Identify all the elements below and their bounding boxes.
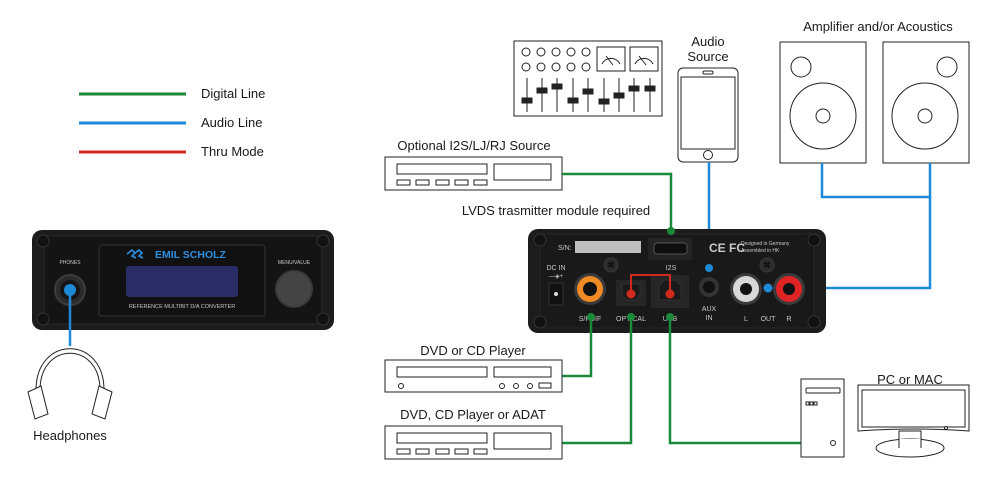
screw-icon (759, 257, 775, 273)
legend-thru-label: Thru Mode (201, 144, 264, 159)
cd-player-icon (384, 359, 563, 393)
screw-icon (36, 234, 50, 248)
monitor-icon (857, 384, 970, 458)
speaker-left-icon (779, 41, 867, 164)
out-l-label: L (744, 316, 748, 323)
dc-polarity-label: —◈+ (549, 274, 564, 280)
adat-player-icon (384, 425, 563, 460)
smartphone-icon (677, 67, 739, 163)
speaker-right-icon (882, 41, 970, 164)
lcd-screen (126, 266, 238, 297)
thru-mode-line (630, 274, 671, 294)
serial-label: S/N: (558, 245, 572, 252)
screw-icon (533, 315, 547, 329)
legend-audio-label: Audio Line (201, 115, 262, 130)
digital-connection-dot (667, 227, 675, 235)
lvds-note: LVDS trasmitter module required (462, 203, 650, 218)
serial-plate (575, 241, 641, 253)
emil-scholz-logo-icon (126, 248, 144, 259)
assembled-in-hk: Assembled in HK (741, 248, 780, 254)
audio-connection-dot (705, 264, 713, 272)
amplifier-label: Amplifier and/or Acoustics (803, 19, 953, 34)
audio-connection-dot (763, 283, 773, 293)
thru-connection-dot (626, 289, 636, 299)
phones-label: PHONES (59, 260, 81, 266)
aux-label-2: IN (706, 315, 713, 322)
screw-icon (36, 312, 50, 326)
brand-name: EMIL SCHOLZ (155, 249, 227, 261)
headphones-label: Headphones (33, 428, 107, 443)
i2s-source-label: Optional I2S/LJ/RJ Source (397, 138, 550, 153)
front-panel: PHONES EMIL SCHOLZ REFERENCE MULTIBIT D/… (32, 230, 334, 330)
legend-digital-label: Digital Line (201, 86, 265, 101)
pc-mac-label: PC or MAC (877, 372, 943, 387)
screw-icon (316, 234, 330, 248)
thru-connection-dot (665, 289, 675, 299)
certification-marks: CE FC (709, 241, 745, 255)
dvd-cd-adat-label: DVD, CD Player or ADAT (400, 407, 546, 422)
speaker-link-line (820, 163, 932, 199)
screw-icon (316, 312, 330, 326)
i2s-hdmi-port[interactable] (653, 242, 688, 255)
mixer-icon (513, 40, 663, 117)
i2s-source-device-icon (384, 156, 563, 191)
pc-tower-icon (800, 378, 845, 458)
audio-source-label-line2: Source (687, 49, 728, 64)
i2s-label: I2S (666, 265, 677, 272)
screw-icon (807, 315, 821, 329)
usb-digital-line (668, 317, 801, 445)
audio-source-label-line1: Audio (691, 34, 724, 49)
screw-cross-icon: ✖ (763, 260, 771, 270)
designed-in-germany: Designed in Germany (741, 241, 790, 247)
screw-icon (603, 257, 619, 273)
headphones-icon (27, 348, 113, 420)
spdif-digital-line (561, 317, 593, 378)
screw-icon (807, 233, 821, 247)
legend: Digital Line Audio Line Thru Mode (79, 86, 265, 159)
dc-in-label: DC IN (546, 265, 565, 272)
out-r-label: R (786, 316, 791, 323)
rear-panel: S/N: I2S CE FC Designed in Germany Assem… (528, 227, 826, 333)
screw-icon (533, 233, 547, 247)
menu-value-label: MENU/VALUE (278, 260, 311, 266)
screw-cross-icon: ✖ (607, 260, 615, 270)
optical-digital-line (561, 317, 633, 445)
product-subtitle: REFERENCE MULTIBIT D/A CONVERTER (129, 304, 235, 310)
aux-label-1: AUX (702, 306, 717, 313)
out-label: OUT (761, 316, 777, 323)
i2s-digital-line (562, 172, 673, 230)
dvd-cd-label: DVD or CD Player (420, 343, 526, 358)
